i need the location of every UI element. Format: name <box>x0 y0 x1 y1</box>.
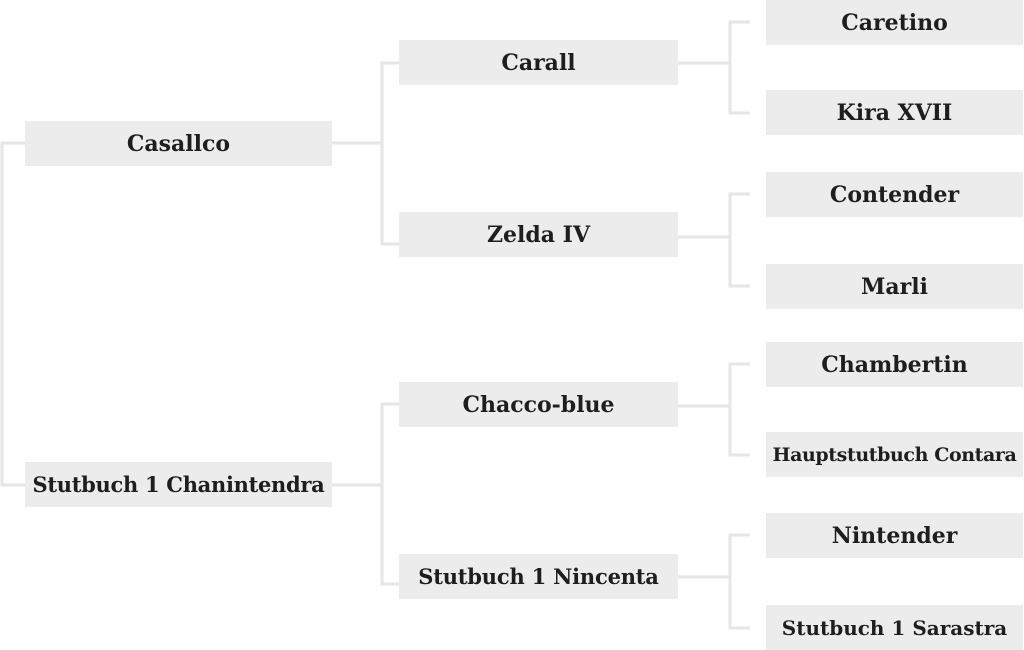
horse-box-stutbuch-1-nincenta[interactable]: Stutbuch 1 Nincenta <box>399 554 678 599</box>
horse-box-hauptstutbuch-contara[interactable]: Hauptstutbuch Contara <box>766 432 1023 477</box>
horse-box-contender[interactable]: Contender <box>766 172 1023 217</box>
connector-chacco <box>678 362 750 457</box>
horse-box-zelda-iv[interactable]: Zelda IV <box>399 212 678 257</box>
horse-name: Chacco-blue <box>462 391 615 418</box>
horse-box-marli[interactable]: Marli <box>766 264 1023 309</box>
connector-nincenta <box>678 533 750 630</box>
horse-name: Caretino <box>841 9 948 36</box>
connector-carall <box>678 20 750 115</box>
connector-gen0 <box>0 141 25 487</box>
horse-name: Carall <box>501 49 576 76</box>
horse-box-stutbuch-1-sarastra[interactable]: Stutbuch 1 Sarastra <box>766 605 1023 650</box>
horse-box-kira-xvii[interactable]: Kira XVII <box>766 90 1023 135</box>
connector-casallco <box>332 61 399 246</box>
horse-name: Kira XVII <box>836 99 953 126</box>
horse-box-nintender[interactable]: Nintender <box>766 513 1023 558</box>
connector-zelda <box>678 192 750 288</box>
horse-name: Hauptstutbuch Contara <box>772 443 1017 466</box>
horse-box-carall[interactable]: Carall <box>399 40 678 85</box>
horse-box-caretino[interactable]: Caretino <box>766 0 1023 45</box>
horse-name: Chambertin <box>821 351 968 378</box>
horse-box-chacco-blue[interactable]: Chacco-blue <box>399 382 678 427</box>
horse-name: Stutbuch 1 Sarastra <box>781 615 1008 640</box>
horse-name: Stutbuch 1 Nincenta <box>418 564 659 589</box>
connector-chanintendra <box>332 402 399 586</box>
horse-name: Zelda IV <box>486 221 591 248</box>
horse-box-stutbuch-1-chanintendra[interactable]: Stutbuch 1 Chanintendra <box>25 462 332 507</box>
horse-name: Marli <box>861 273 928 300</box>
horse-name: Contender <box>829 181 960 208</box>
horse-box-casallco[interactable]: Casallco <box>25 121 332 166</box>
horse-box-chambertin[interactable]: Chambertin <box>766 342 1023 387</box>
horse-name: Nintender <box>831 522 958 549</box>
horse-name: Casallco <box>126 130 231 157</box>
horse-name: Stutbuch 1 Chanintendra <box>32 472 325 497</box>
